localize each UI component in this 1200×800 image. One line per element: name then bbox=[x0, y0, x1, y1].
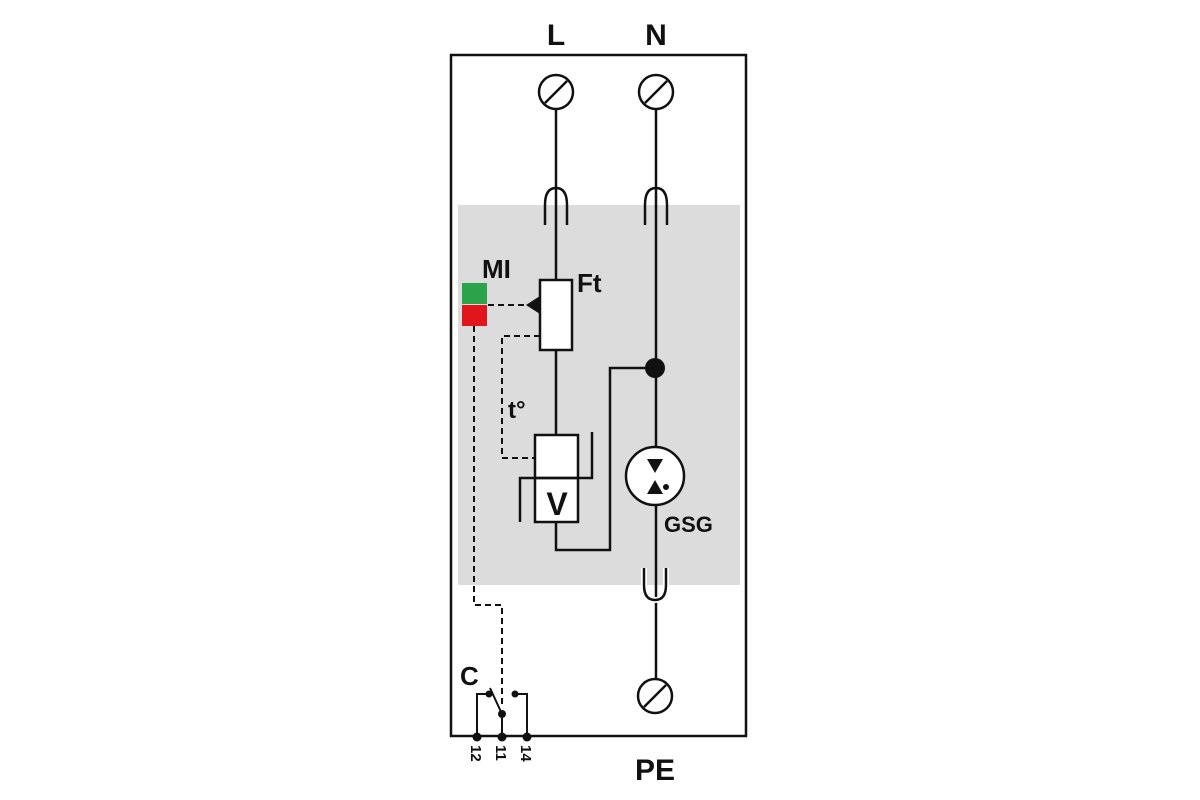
label-temperature: t° bbox=[508, 397, 526, 424]
label-contact: C bbox=[460, 661, 479, 691]
label-thermal-fuse: Ft bbox=[577, 268, 602, 298]
contact-link bbox=[473, 326, 503, 705]
varistor-icon bbox=[518, 432, 594, 524]
terminal-label-14: 14 bbox=[517, 745, 534, 762]
label-neutral: N bbox=[645, 19, 667, 52]
label-varistor: V bbox=[546, 486, 568, 522]
plug-in-module bbox=[458, 205, 740, 585]
indicator-fault-lamp bbox=[462, 305, 487, 326]
terminal-label-12: 12 bbox=[467, 745, 484, 762]
label-monitor-indicator: MI bbox=[482, 254, 511, 284]
plug-connector-icon bbox=[543, 186, 569, 225]
fuse-actuator-arrow bbox=[526, 296, 540, 314]
junction-dot bbox=[645, 358, 665, 378]
label-gas-discharge-tube: GSG bbox=[664, 512, 713, 537]
screw-terminal-icon bbox=[537, 73, 575, 111]
terminal-dot-14 bbox=[522, 732, 532, 742]
screw-terminal-icon bbox=[636, 677, 674, 715]
indicator-ok-lamp bbox=[462, 283, 487, 304]
plug-connector-icon bbox=[641, 568, 669, 604]
label-protective-earth: PE bbox=[635, 754, 675, 787]
thermal-fuse-icon bbox=[538, 278, 574, 352]
label-line: L bbox=[547, 19, 565, 52]
screw-terminal-icon bbox=[637, 73, 675, 111]
terminal-dot-11 bbox=[497, 732, 507, 742]
terminal-label-11: 11 bbox=[492, 745, 509, 761]
plug-connector-icon bbox=[643, 186, 669, 225]
gas-discharge-tube-icon bbox=[624, 445, 686, 507]
terminal-dot-12 bbox=[472, 732, 482, 742]
varistor-return-wire bbox=[554, 366, 656, 552]
